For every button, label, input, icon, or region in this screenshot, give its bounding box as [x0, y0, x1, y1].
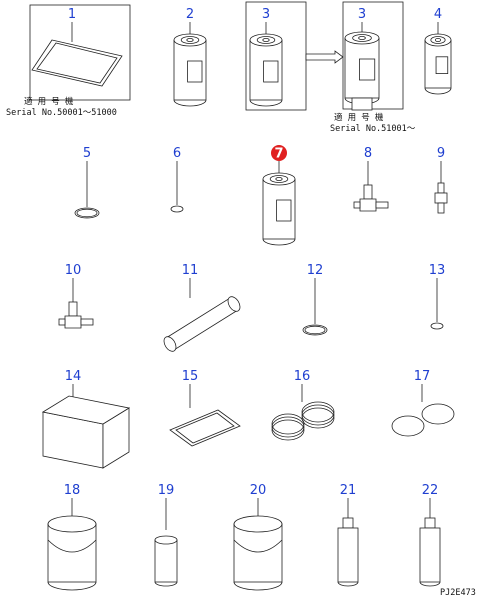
part-1-gasket-panel[interactable]: 1: [29, 4, 131, 101]
part-4-filter-cartridge-small[interactable]: 4: [424, 7, 452, 95]
part-15-element-pad[interactable]: 15: [169, 369, 241, 447]
part-number: 16: [294, 369, 311, 384]
part-number: 18: [64, 483, 81, 498]
part-number: 14: [65, 369, 82, 384]
part-6-o-ring-small[interactable]: 6: [170, 146, 184, 213]
part-number: 3: [358, 7, 366, 22]
part-number: 9: [437, 146, 445, 161]
serial-note-2-jp: 適 用 号 機: [334, 112, 384, 123]
part-9-straight-fitting[interactable]: 9: [434, 146, 448, 214]
part-number: 1: [68, 7, 76, 22]
part-number: 17: [414, 369, 431, 384]
part-21-spray-can[interactable]: 21: [337, 483, 359, 587]
part-number: 13: [429, 263, 446, 278]
serial-note-1: Serial No.50001～51000: [6, 108, 117, 118]
part-number: 21: [340, 483, 357, 498]
part-5-o-ring[interactable]: 5: [74, 146, 100, 219]
part-3-filter-cartridge-new[interactable]: 3: [305, 1, 404, 111]
part-number: 22: [422, 483, 439, 498]
part-13-o-ring-small[interactable]: 13: [429, 263, 446, 330]
drawing-code: PJ2E473: [440, 588, 476, 598]
part-18-pail[interactable]: 18: [47, 483, 97, 591]
part-10-elbow-fitting[interactable]: 10: [58, 263, 94, 329]
part-number: 11: [182, 263, 199, 278]
part-20-pail[interactable]: 20: [233, 483, 283, 591]
part-22-spray-can[interactable]: 22: [419, 483, 441, 587]
serial-note-2: Serial No.51001～: [330, 124, 416, 134]
serial-note-1-jp: 適 用 号 機: [24, 96, 74, 107]
part-7-filter-cartridge[interactable]: 7: [262, 145, 296, 246]
part-19-can[interactable]: 19: [154, 483, 178, 587]
part-number: 12: [307, 263, 324, 278]
part-16-belt-coil[interactable]: 16: [271, 369, 335, 441]
part-2-filter-cartridge[interactable]: 2: [173, 7, 207, 107]
part-12-o-ring[interactable]: 12: [302, 263, 328, 336]
part-number: 5: [83, 146, 91, 161]
part-8-elbow-fitting[interactable]: 8: [353, 146, 389, 212]
part-number: 2: [186, 7, 194, 22]
part-number: 6: [173, 146, 181, 161]
part-number: 20: [250, 483, 267, 498]
part-11-air-element[interactable]: 11: [162, 263, 243, 353]
part-number: 8: [364, 146, 372, 161]
part-14-box[interactable]: 14: [41, 369, 131, 469]
part-number: 19: [158, 483, 175, 498]
part-number: 4: [434, 7, 442, 22]
part-number: 7: [274, 147, 283, 162]
part-number: 10: [65, 263, 82, 278]
part-17-belt-loop[interactable]: 17: [391, 369, 455, 437]
part-number: 15: [182, 369, 199, 384]
part-number: 3: [262, 7, 270, 22]
part-3-filter-cartridge[interactable]: 3: [245, 1, 307, 111]
